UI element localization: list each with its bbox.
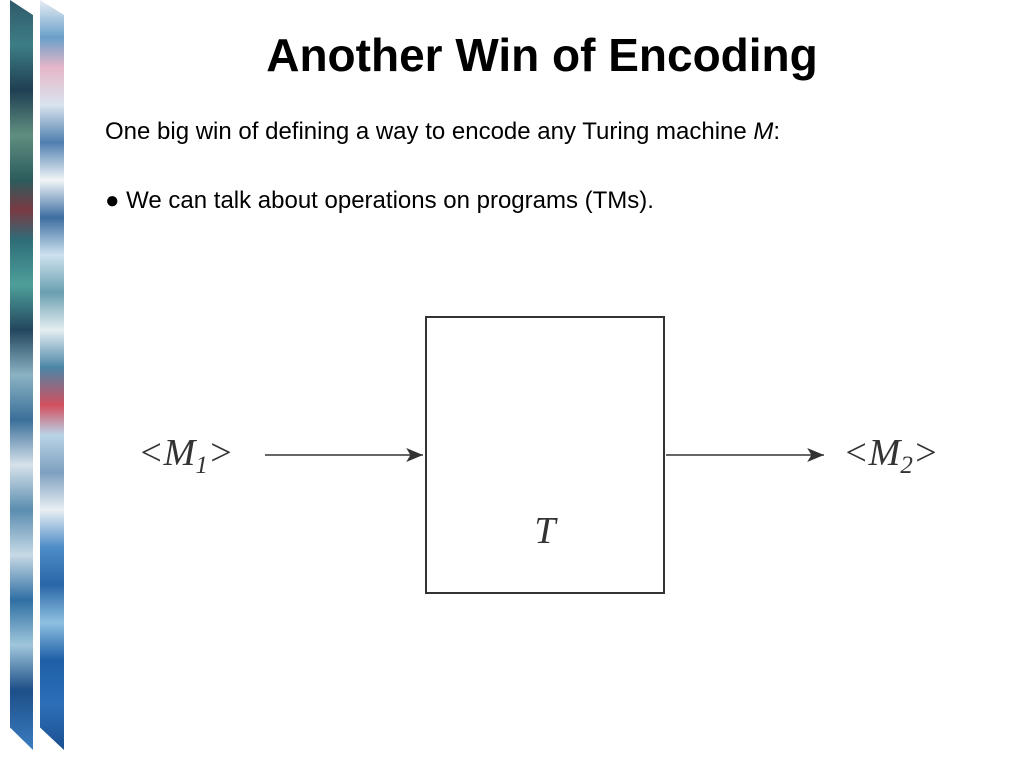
input-open-bracket: < bbox=[138, 432, 164, 474]
bullet-symbol: ● bbox=[105, 187, 120, 214]
bullet-text: We can talk about operations on programs… bbox=[126, 187, 654, 214]
decorative-strip-right bbox=[40, 0, 64, 750]
output-encoding-label: <M2> bbox=[843, 432, 938, 479]
input-close-bracket: > bbox=[208, 432, 234, 474]
output-open-bracket: < bbox=[843, 432, 869, 474]
slide-title: Another Win of Encoding bbox=[266, 29, 818, 81]
intro-text-body: One big win of defining a way to encode … bbox=[105, 118, 754, 145]
input-subscript: 1 bbox=[195, 452, 208, 479]
box-label: T bbox=[534, 510, 558, 552]
output-var: M bbox=[868, 432, 903, 474]
output-subscript: 2 bbox=[900, 452, 913, 479]
input-var: M bbox=[163, 432, 198, 474]
input-encoding-label: <M1> bbox=[138, 432, 233, 479]
intro-suffix: : bbox=[773, 118, 781, 145]
decorative-strip-left bbox=[10, 0, 33, 750]
intro-text: One big win of defining a way to encode … bbox=[105, 118, 780, 146]
intro-variable: M bbox=[753, 118, 774, 145]
output-close-bracket: > bbox=[913, 432, 939, 474]
bullet-item: ● We can talk about operations on progra… bbox=[105, 187, 654, 215]
transformer-box bbox=[425, 316, 665, 594]
